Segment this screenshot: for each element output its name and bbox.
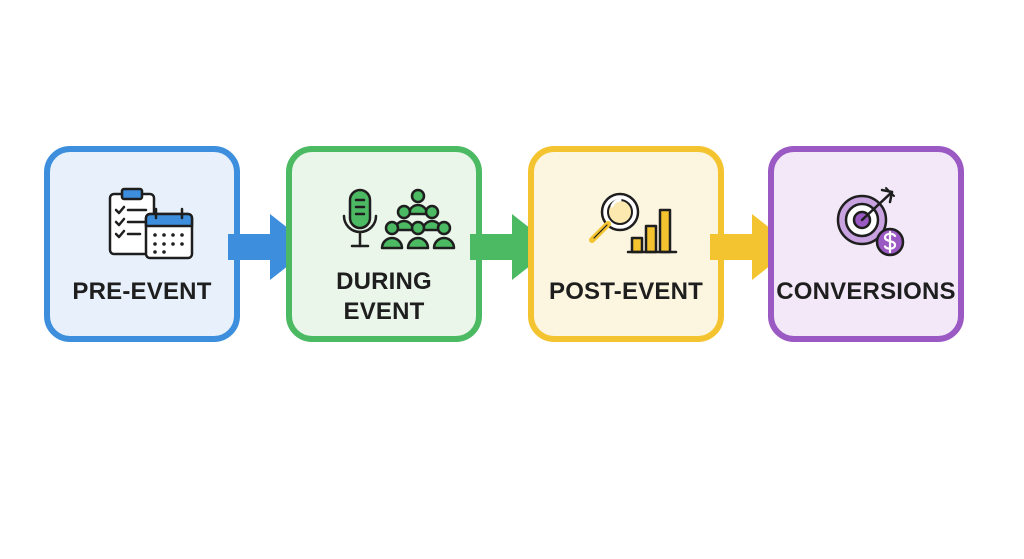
bar-chart-icon <box>626 208 678 254</box>
microphone-icon <box>342 188 378 248</box>
step-label-line-2: EVENT <box>343 298 425 325</box>
step-during-event: DURING EVENT <box>286 146 482 342</box>
step-label: POST-EVENT <box>548 278 704 305</box>
step-icons <box>534 186 718 262</box>
audience-icon <box>380 188 456 250</box>
step-icons <box>50 186 234 262</box>
step-label: PRE-EVENT <box>72 278 212 305</box>
step-label-line-1: DURING <box>336 268 432 295</box>
step-label: CONVERSIONS <box>776 278 956 305</box>
step-pre-event: PRE-EVENT <box>44 146 240 342</box>
step-icons <box>292 186 476 262</box>
step-post-event: POST-EVENT <box>528 146 724 342</box>
target-arrow-icon <box>836 187 895 246</box>
calendar-icon <box>144 207 194 260</box>
step-conversions: CONVERSIONS <box>768 146 964 342</box>
step-icons <box>774 186 958 262</box>
magnifying-glass-icon <box>589 192 640 243</box>
dollar-coin-icon <box>875 227 905 257</box>
